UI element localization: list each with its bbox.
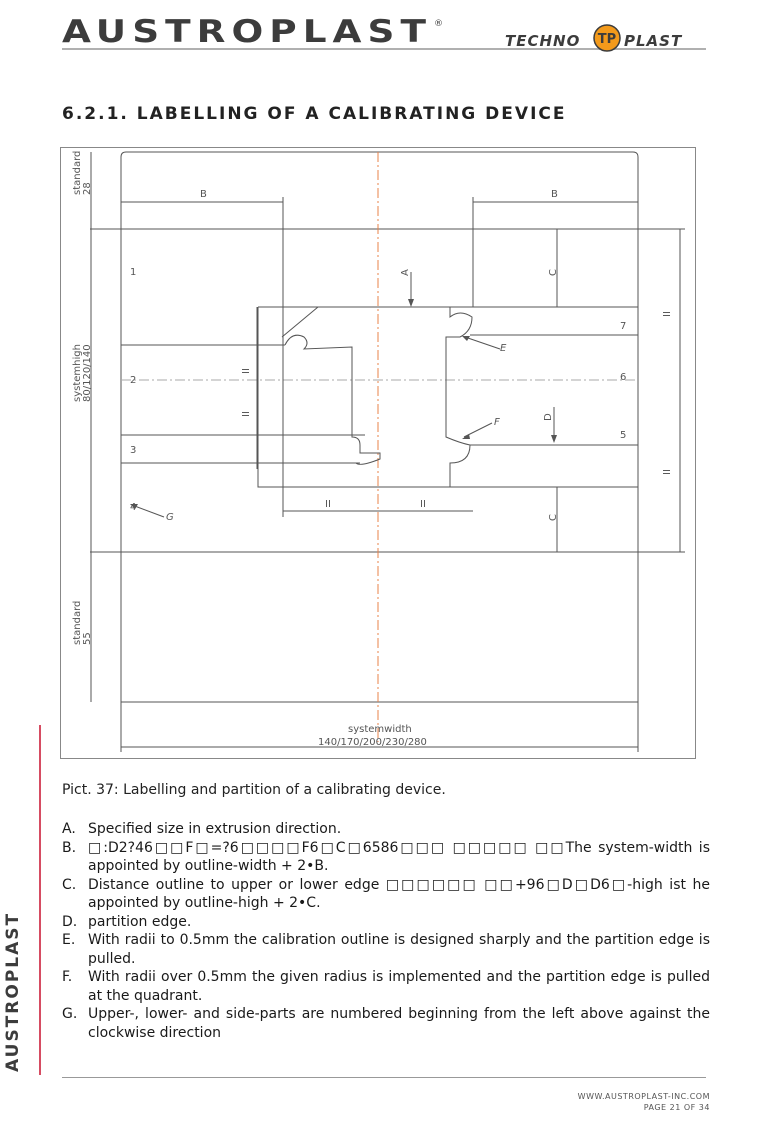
dim-a-label: A xyxy=(400,269,411,276)
list-marker: D. xyxy=(62,913,78,930)
profile-outline xyxy=(257,306,638,488)
dim-c-upper-label: C xyxy=(548,269,559,276)
calibrating-device-drawing: B B A C C D E F G II II II II II II 1 2 … xyxy=(60,147,696,759)
figure-caption: Pict. 37: Labelling and partition of a c… xyxy=(62,782,446,798)
dim-ii-bottom-right: II xyxy=(420,499,426,510)
arrowhead-f xyxy=(462,434,470,439)
list-marker: C. xyxy=(62,876,77,893)
value-standard-bottom: 55 xyxy=(82,632,93,645)
list-marker: B. xyxy=(62,839,77,856)
list-item: A. Specified size in extrusion direction. xyxy=(62,820,710,839)
header-rule xyxy=(62,48,706,50)
side-logo-text: AUSTROPLAST xyxy=(3,912,23,1072)
leader-g xyxy=(131,504,165,518)
value-systemhigh: 80/120/140 xyxy=(82,344,93,402)
label-standard-bottom: standard xyxy=(72,601,83,645)
section-title: 6.2.1. LABELLING OF A CALIBRATING DEVICE xyxy=(62,104,567,124)
list-text: partition edge. xyxy=(88,913,192,930)
dim-ii-right-upper: II xyxy=(662,311,673,317)
plate-outline xyxy=(120,151,639,703)
list-marker: E. xyxy=(62,932,76,948)
list-item: G. Upper-, lower- and side-parts are numb… xyxy=(62,1005,710,1042)
arrowhead-d xyxy=(551,435,557,443)
right-core xyxy=(445,307,473,487)
list-marker: A. xyxy=(62,821,76,837)
list-text: With radii to 0.5mm the calibration outl… xyxy=(88,932,710,967)
part-label-1: 1 xyxy=(130,267,136,278)
list-text: Distance outline to upper or lower edge … xyxy=(88,876,710,912)
dim-c-lower-label: C xyxy=(548,514,559,521)
dim-f-label: F xyxy=(494,417,500,428)
side-logo: AUSTROPLAST xyxy=(3,725,41,1075)
value-standard-top: 28 xyxy=(82,182,93,195)
part-label-3: 3 xyxy=(130,445,136,456)
footer-page-number: PAGE 21 OF 34 xyxy=(643,1103,710,1112)
footer-website: WWW.AUSTROPLAST-INC.COM xyxy=(577,1092,710,1101)
logo-text: AUSTROPLAST xyxy=(62,14,432,50)
arrowhead-e xyxy=(462,336,470,341)
left-chamfer xyxy=(281,306,319,338)
leader-e xyxy=(464,336,501,350)
list-text: Upper-, lower- and side-parts are number… xyxy=(88,1006,710,1041)
label-systemhigh: systemhigh xyxy=(72,344,83,402)
technoplast-logo: TECHNO TP PLAST xyxy=(505,24,683,52)
label-systemwidth: systemwidth xyxy=(348,724,412,735)
tp-badge-circle xyxy=(593,24,621,52)
list-item: B. □:D2?46□□F□=?6□□□□F6□C□6586□□□ □□□□□ □… xyxy=(62,839,710,876)
list-text: With radii over 0.5mm the given radius i… xyxy=(88,969,710,1004)
figure-frame xyxy=(60,147,696,759)
list-marker: F. xyxy=(62,969,73,985)
dim-ii-bottom-left: II xyxy=(325,499,331,510)
list-marker: G. xyxy=(62,1006,78,1022)
label-standard-top: standard xyxy=(72,151,83,195)
part-label-5: 5 xyxy=(620,430,626,441)
legend-list: A. Specified size in extrusion direction.… xyxy=(62,820,710,1042)
list-item: D. partition edge. xyxy=(62,913,710,932)
page-footer: WWW.AUSTROPLAST-INC.COM PAGE 21 OF 34 xyxy=(578,1091,710,1113)
value-systemwidth: 140/170/200/230/280 xyxy=(318,737,427,748)
dim-g-label: G xyxy=(166,512,174,523)
dim-ii-right-lower: II xyxy=(662,469,673,475)
list-item: C. Distance outline to upper or lower edg… xyxy=(62,876,710,913)
list-item: F. With radii over 0.5mm the given radius… xyxy=(62,968,710,1005)
arrowhead-g xyxy=(130,504,138,509)
techno-text: TECHNO xyxy=(505,32,580,50)
list-text: □:D2?46□□F□=?6□□□□F6□C□6586□□□ □□□□□ □□T… xyxy=(88,839,710,875)
left-core xyxy=(284,334,381,465)
arrowhead-a xyxy=(408,299,414,307)
list-item: E. With radii to 0.5mm the calibration ou… xyxy=(62,931,710,968)
part-label-4: 4 xyxy=(130,502,136,513)
tp-badge-text: TP xyxy=(598,32,616,47)
part-label-6: 6 xyxy=(620,372,626,383)
dim-d-label: D xyxy=(543,413,554,421)
plast-text: PLAST xyxy=(624,32,683,50)
dim-b-left-label: B xyxy=(200,189,207,200)
dim-e-label: E xyxy=(500,343,507,354)
austroplast-logo: AUSTROPLAST ® xyxy=(62,14,443,50)
list-text: Specified size in extrusion direction. xyxy=(88,821,342,837)
dim-ii-left-upper: II xyxy=(241,368,252,374)
footer-rule xyxy=(62,1077,706,1078)
registered-mark: ® xyxy=(434,19,443,29)
dim-b-right-label: B xyxy=(551,189,558,200)
part-label-2: 2 xyxy=(130,375,136,386)
part-label-7: 7 xyxy=(620,321,626,332)
dim-ii-left-lower: II xyxy=(241,411,252,417)
